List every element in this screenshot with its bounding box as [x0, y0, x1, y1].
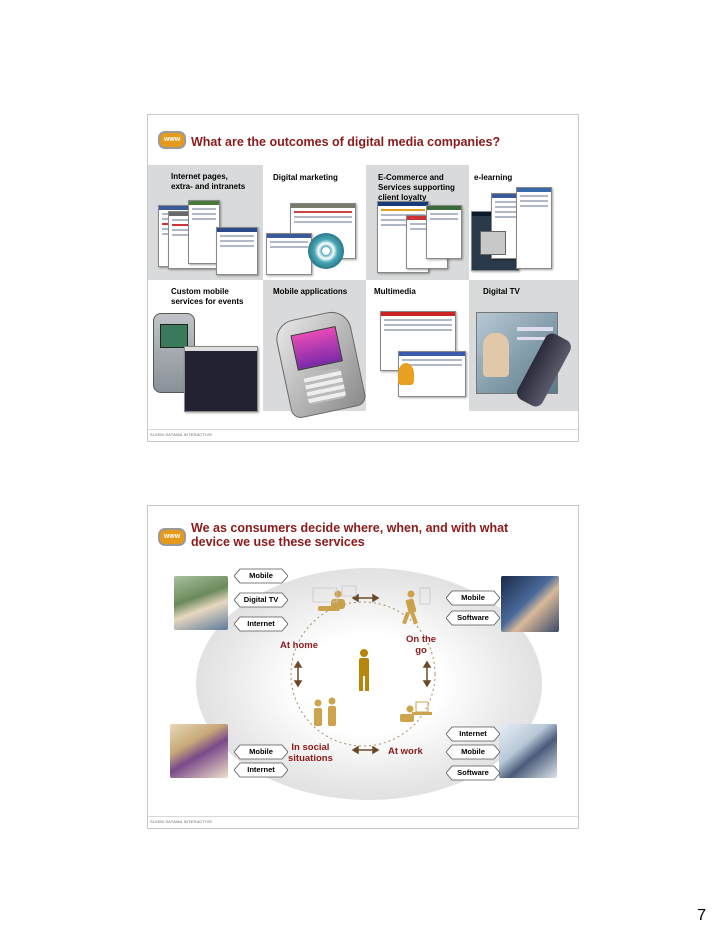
device-digital-tv: Digital TV [234, 592, 288, 608]
slide-footer: SUOMI SATAMA INTERACTIVE [150, 432, 213, 437]
photo-office-workers [499, 724, 557, 778]
situation-at-home: At home [280, 640, 318, 651]
event-services-thumbnail [184, 346, 258, 412]
device-internet: Internet [446, 726, 500, 742]
calculator-icon [480, 231, 506, 255]
ecommerce-thumbnail [426, 205, 462, 259]
cell-digital-marketing: Digital marketing [273, 173, 338, 182]
elearning-thumbnail [516, 187, 552, 269]
marketing-thumbnail [266, 233, 312, 275]
page-number: 7 [697, 907, 706, 924]
device-software: Software [446, 610, 500, 626]
person-icon [359, 649, 369, 691]
cell-elearning: e-learning [474, 173, 513, 182]
device-mobile: Mobile [234, 744, 288, 760]
cell-internet-pages: Internet pages, extra- and intranets [171, 172, 246, 191]
www-logo-icon: www [158, 131, 186, 149]
device-internet: Internet [234, 762, 288, 778]
situation-on-the-go: On the go [406, 634, 437, 656]
cell-mobile-apps: Mobile applications [273, 287, 348, 296]
situation-at-work: At work [388, 746, 423, 757]
character-icon [398, 363, 414, 385]
device-mobile: Mobile [446, 744, 500, 760]
situation-social: In social situations [288, 742, 333, 764]
slide-title: We as consumers decide where, when, and … [191, 521, 509, 549]
www-logo-icon: www [158, 528, 186, 546]
cell-custom-mobile: Custom mobile services for events [171, 287, 244, 306]
cell-ecommerce: E-Commerce and Services supporting clien… [378, 173, 455, 202]
slide-outcomes: www What are the outcomes of digital med… [147, 114, 579, 442]
photo-social-group [170, 724, 228, 778]
device-mobile: Mobile [446, 590, 500, 606]
photo-home-user [174, 576, 228, 630]
device-mobile: Mobile [234, 568, 288, 584]
device-software: Software [446, 765, 500, 781]
marketing-disc-icon [308, 233, 344, 269]
cell-multimedia: Multimedia [374, 287, 416, 296]
slide-consumers: www We as consumers decide where, when, … [147, 505, 579, 829]
cell-digital-tv: Digital TV [483, 287, 520, 296]
slide-title: What are the outcomes of digital media c… [191, 135, 501, 149]
device-internet: Internet [234, 616, 288, 632]
slide-footer: SUOMI SATAMA INTERACTIVE [150, 819, 213, 824]
webpage-thumbnail [216, 227, 258, 275]
context-circle [290, 585, 436, 755]
photo-mobile-user [501, 576, 559, 632]
